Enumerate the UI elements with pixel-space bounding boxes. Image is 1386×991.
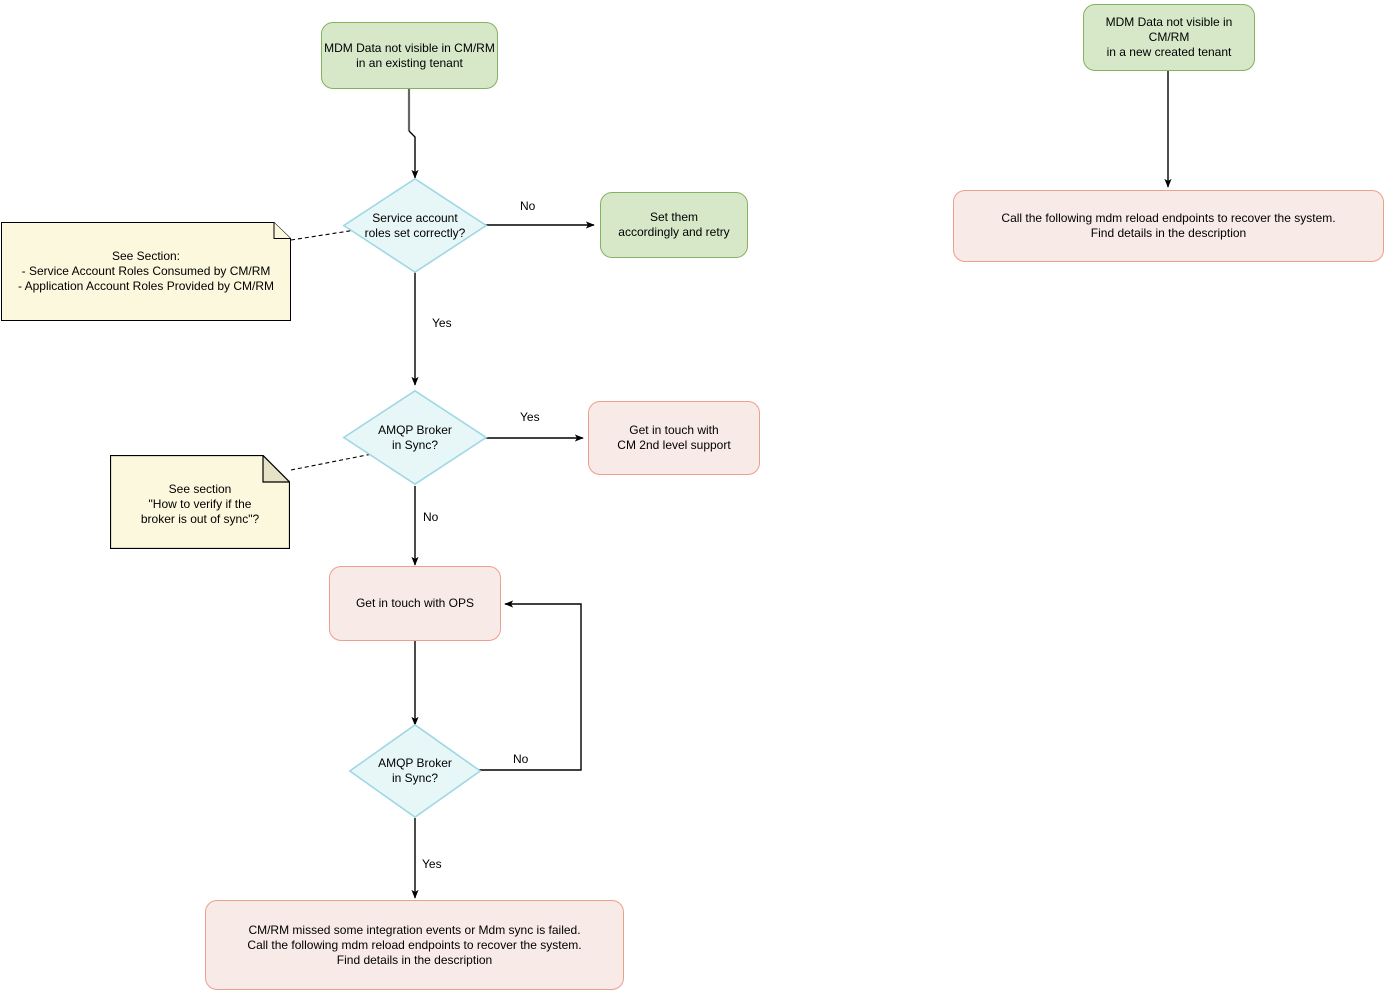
node-action-reload-endpoints-new[interactable]: Call the following mdm reload endpoints … [953,190,1384,262]
node-start-new-tenant[interactable]: MDM Data not visible in CM/RM in a new c… [1083,4,1255,71]
node-decision-service-account-roles[interactable]: Service account roles set correctly? [342,177,488,274]
note-shape-service-account-roles [1,222,291,321]
node-action-set-them-accordingly[interactable]: Set them accordingly and retry [600,192,748,258]
node-action-get-in-touch-ops[interactable]: Get in touch with OPS [329,566,501,641]
edge-label-roles-yes: Yes [430,316,454,330]
node-decision-amqp-broker-1[interactable]: AMQP Broker in Sync? [342,389,488,486]
note-shape-how-to-verify [110,455,290,549]
edge-label-broker1-yes: Yes [518,410,542,424]
diamond-shape-broker-1 [342,389,488,486]
note-service-account-roles[interactable]: See Section: - Service Account Roles Con… [1,222,291,321]
node-action-cm-2nd-level-support[interactable]: Get in touch with CM 2nd level support [588,401,760,475]
diamond-shape-roles [342,177,488,274]
node-decision-amqp-broker-2[interactable]: AMQP Broker in Sync? [348,723,482,819]
edge-label-roles-no: No [518,199,538,213]
node-decision-amqp-broker-1-label: AMQP Broker in Sync? [378,422,452,452]
diamond-shape-broker-2 [348,723,482,819]
edge-start-to-roles [408,130,419,179]
node-decision-amqp-broker-2-label: AMQP Broker in Sync? [378,756,452,785]
edge-label-broker1-no: No [421,510,441,524]
edge-label-broker2-no: No [511,752,531,766]
edge-broker2-no-loop [478,600,582,771]
node-decision-service-account-roles-label: Service account roles set correctly? [364,210,466,240]
note-how-to-verify-broker-text: See section "How to verify if the broker… [140,481,260,526]
node-start-existing-tenant[interactable]: MDM Data not visible in CM/RM in an exis… [321,22,498,89]
node-action-reload-endpoints-existing[interactable]: CM/RM missed some integration events or … [205,900,624,990]
note-service-account-roles-text: See Section: - Service Account Roles Con… [17,249,275,293]
edge-label-broker2-yes: Yes [420,857,444,871]
note-how-to-verify-broker[interactable]: See section "How to verify if the broker… [110,455,290,549]
edge-note-broker-dashed [290,451,383,471]
